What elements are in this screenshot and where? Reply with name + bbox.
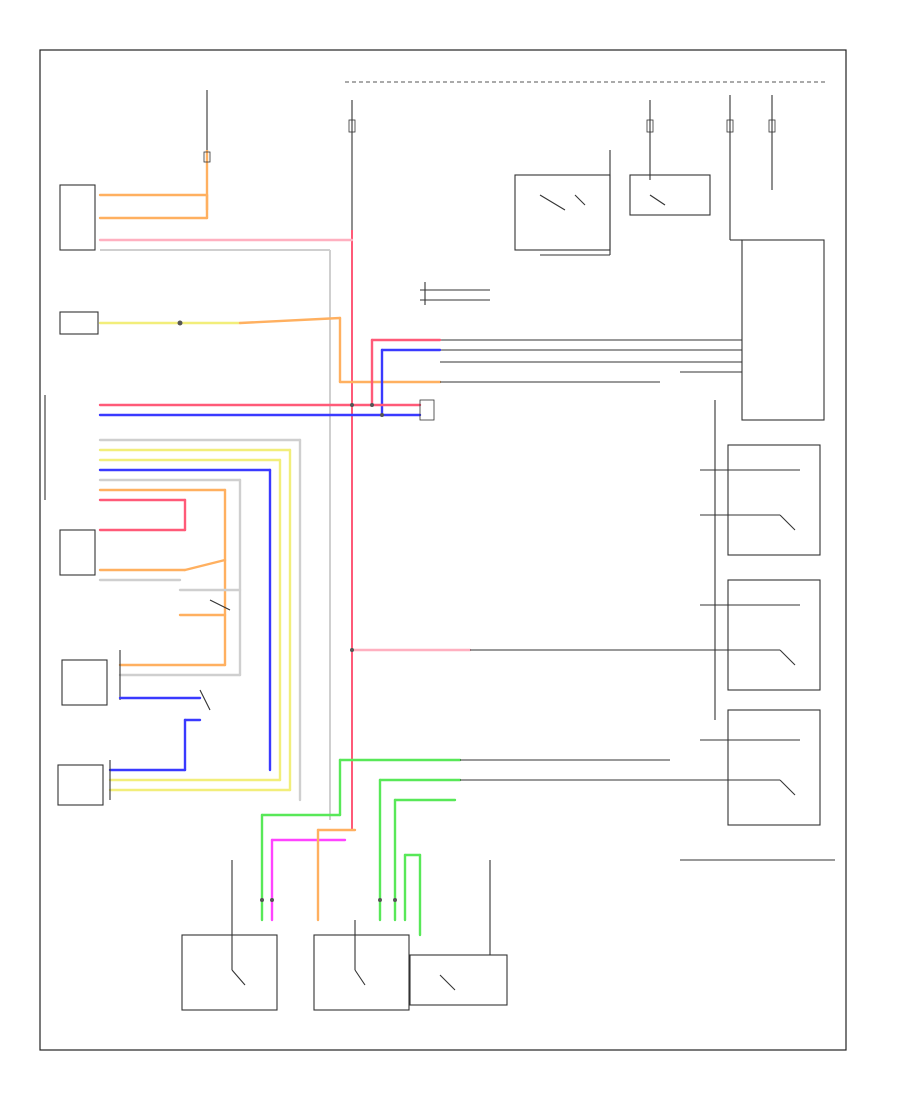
fuse-drop-center (348, 100, 356, 830)
module-right (730, 239, 825, 421)
diagram-frame (39, 49, 847, 1051)
blue-actuator-line (108, 689, 211, 772)
red-blue-trunk (370, 338, 442, 417)
sensor-lower-left (61, 650, 242, 706)
magenta-wire (270, 838, 347, 922)
relay-top-1 (514, 174, 611, 251)
fuse-drop-right-1 (726, 95, 734, 240)
relay-right-1 (700, 444, 821, 556)
main-can-lines (98, 399, 435, 421)
connector-center (420, 282, 490, 305)
green-wires (260, 758, 700, 937)
fuse-drop-right-3 (646, 100, 654, 180)
sensor-mid-left (59, 529, 227, 582)
relay-bottom-2 (313, 920, 410, 1011)
connector-top-left (59, 184, 354, 820)
fuse-drop-left (203, 90, 211, 210)
relay-right-2 (700, 579, 821, 691)
relay-top-2 (629, 174, 711, 216)
switch-mid (178, 588, 242, 617)
sensor-bottom-left (57, 760, 292, 806)
fuse-drop-right-2 (768, 95, 776, 190)
connector-pins (260, 403, 397, 902)
relay-bottom-3 (409, 860, 508, 1006)
switch-upper-left (59, 311, 442, 384)
relay-bottom-1 (181, 860, 278, 1011)
relay-right-3 (700, 709, 821, 826)
ecu-left (44, 395, 302, 502)
